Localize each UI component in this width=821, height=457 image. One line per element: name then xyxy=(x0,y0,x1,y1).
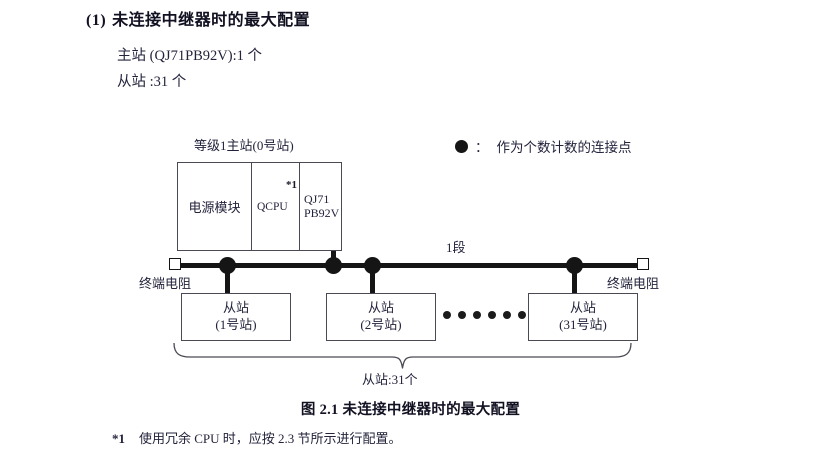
power-module-label: 电源模块 xyxy=(188,200,241,215)
segment-label: 1段 xyxy=(446,240,466,255)
section-heading: (1) 未连接中继器时的最大配置 xyxy=(86,6,310,30)
spec-line-master: 主站 (QJ71PB92V):1 个 xyxy=(117,48,263,64)
slave-1-station: (1号站) xyxy=(215,317,257,332)
drop-line-slave31 xyxy=(572,265,577,294)
cpu-module-cell: QCPU *1 xyxy=(252,163,300,250)
legend-colon: ： xyxy=(475,140,489,155)
terminating-resistor-right-icon xyxy=(637,258,649,270)
ellipsis-dot-icon xyxy=(473,311,481,319)
section-number: (1) xyxy=(86,12,107,29)
slave-station-box-31: 从站 (31号站) xyxy=(528,293,638,341)
legend: ： 作为个数计数的连接点 xyxy=(455,136,632,156)
power-module-cell: 电源模块 xyxy=(178,163,252,250)
master-drop-line xyxy=(331,251,336,267)
drop-line-slave1 xyxy=(225,265,230,294)
ellipsis-dot-icon xyxy=(518,311,526,319)
legend-label: 作为个数计数的连接点 xyxy=(496,140,632,155)
ellipsis-dot-icon xyxy=(488,311,496,319)
ellipsis-dot-icon xyxy=(503,311,511,319)
slave-31-station: (31号站) xyxy=(559,317,607,332)
drop-line-slave2 xyxy=(370,265,375,294)
connection-node-slave31 xyxy=(566,257,583,274)
slave-station-box-1: 从站 (1号站) xyxy=(181,293,291,341)
slave-count-brace xyxy=(170,342,635,369)
connection-node-slave2 xyxy=(364,257,381,274)
footnote-mark: *1 xyxy=(112,431,125,446)
cpu-module-label: QCPU xyxy=(257,200,288,213)
section-title-text: 未连接中继器时的最大配置 xyxy=(112,12,311,29)
network-module-cell: QJ71 PB92V xyxy=(300,163,341,250)
ellipsis-dot-icon xyxy=(443,311,451,319)
connection-node-master xyxy=(325,257,342,274)
master-station-label: 等级1主站(0号站) xyxy=(194,138,294,153)
spec-line-slave: 从站 :31 个 xyxy=(117,74,187,90)
ellipsis-dot-icon xyxy=(458,311,466,319)
master-rack: 电源模块 QCPU *1 QJ71 PB92V xyxy=(177,162,342,251)
footnote: *1 使用冗余 CPU 时，应按 2.3 节所示进行配置。 xyxy=(112,428,402,447)
bus-trunk-line xyxy=(176,262,640,268)
slave-station-box-2: 从站 (2号站) xyxy=(326,293,436,341)
brace-label: 从站:31个 xyxy=(362,372,418,387)
slave-2-station: (2号站) xyxy=(360,317,402,332)
terminating-resistor-left-icon xyxy=(169,258,181,270)
network-module-line2: PB92V xyxy=(304,205,340,220)
footnote-text: 使用冗余 CPU 时，应按 2.3 节所示进行配置。 xyxy=(139,431,402,446)
cpu-footnote-mark: *1 xyxy=(286,179,297,191)
network-module-line1: QJ71 xyxy=(304,191,330,206)
slave-2-name: 从站 xyxy=(367,300,394,316)
slave-31-name: 从站 xyxy=(569,300,596,316)
brace-icon xyxy=(173,342,632,369)
terminating-resistor-left-label: 终端电阻 xyxy=(139,276,192,291)
slave-1-name: 从站 xyxy=(222,300,249,316)
figure-caption: 图 2.1 未连接中继器时的最大配置 xyxy=(300,402,521,418)
network-module-label: QJ71 PB92V xyxy=(304,191,340,221)
filled-circle-icon xyxy=(455,139,468,153)
connection-node-slave1 xyxy=(219,257,236,274)
terminating-resistor-right-label: 终端电阻 xyxy=(607,276,660,291)
ellipsis-dots xyxy=(443,311,526,319)
